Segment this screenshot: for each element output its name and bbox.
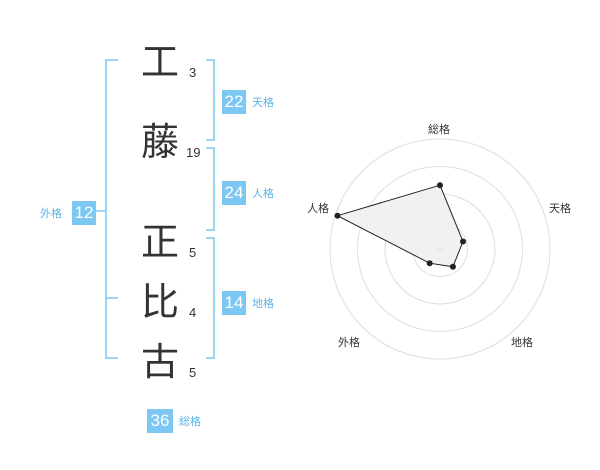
- name-char-5: 古: [140, 340, 179, 384]
- jinkaku-label: 人格: [252, 187, 274, 200]
- tenkaku-bracket: [206, 59, 215, 141]
- gaikaku-label: 外格: [40, 207, 62, 220]
- soukaku-label: 総格: [179, 415, 201, 428]
- gaikaku-badge: 12: [72, 201, 96, 225]
- stroke-count-2: 19: [186, 145, 201, 160]
- stroke-count-1: 3: [189, 65, 197, 80]
- chikaku-badge: 14: [222, 291, 246, 315]
- stroke-count-3: 5: [189, 245, 197, 260]
- radar-ring: [357, 166, 523, 332]
- jinkaku-bracket: [206, 147, 215, 231]
- name-char-1: 工: [140, 40, 179, 84]
- tenkaku-badge: 22: [222, 90, 246, 114]
- radar-ring: [329, 138, 551, 360]
- radar-axis-label-gaikaku: 外格: [338, 336, 360, 349]
- radar-point-4: [426, 260, 433, 267]
- name-char-2: 藤: [140, 120, 179, 164]
- soukaku-badge: 36: [147, 409, 173, 433]
- chikaku-label: 地格: [252, 297, 274, 310]
- radar-axis-label-tenkaku: 天格: [549, 202, 571, 215]
- chikaku-bracket: [206, 237, 215, 359]
- stroke-count-4: 4: [189, 305, 197, 320]
- radar-point-2: [460, 238, 467, 245]
- radar-point-3: [449, 263, 456, 270]
- radar-axis-label-soukaku: 総格: [428, 123, 450, 136]
- radar-series-polygon: [336, 184, 464, 268]
- radar-point-1: [437, 182, 443, 189]
- name-char-3: 正: [140, 220, 179, 264]
- name-char-4: 比: [140, 280, 179, 324]
- radar-axis-label-chikaku: 地格: [511, 336, 533, 349]
- radar-point-5: [334, 212, 341, 219]
- stroke-count-5: 5: [189, 365, 197, 380]
- radar-axis-label-jinkaku: 人格: [307, 202, 329, 215]
- jinkaku-badge: 24: [222, 181, 246, 205]
- gaikaku-bracket: [105, 59, 118, 359]
- tenkaku-label: 天格: [252, 96, 274, 109]
